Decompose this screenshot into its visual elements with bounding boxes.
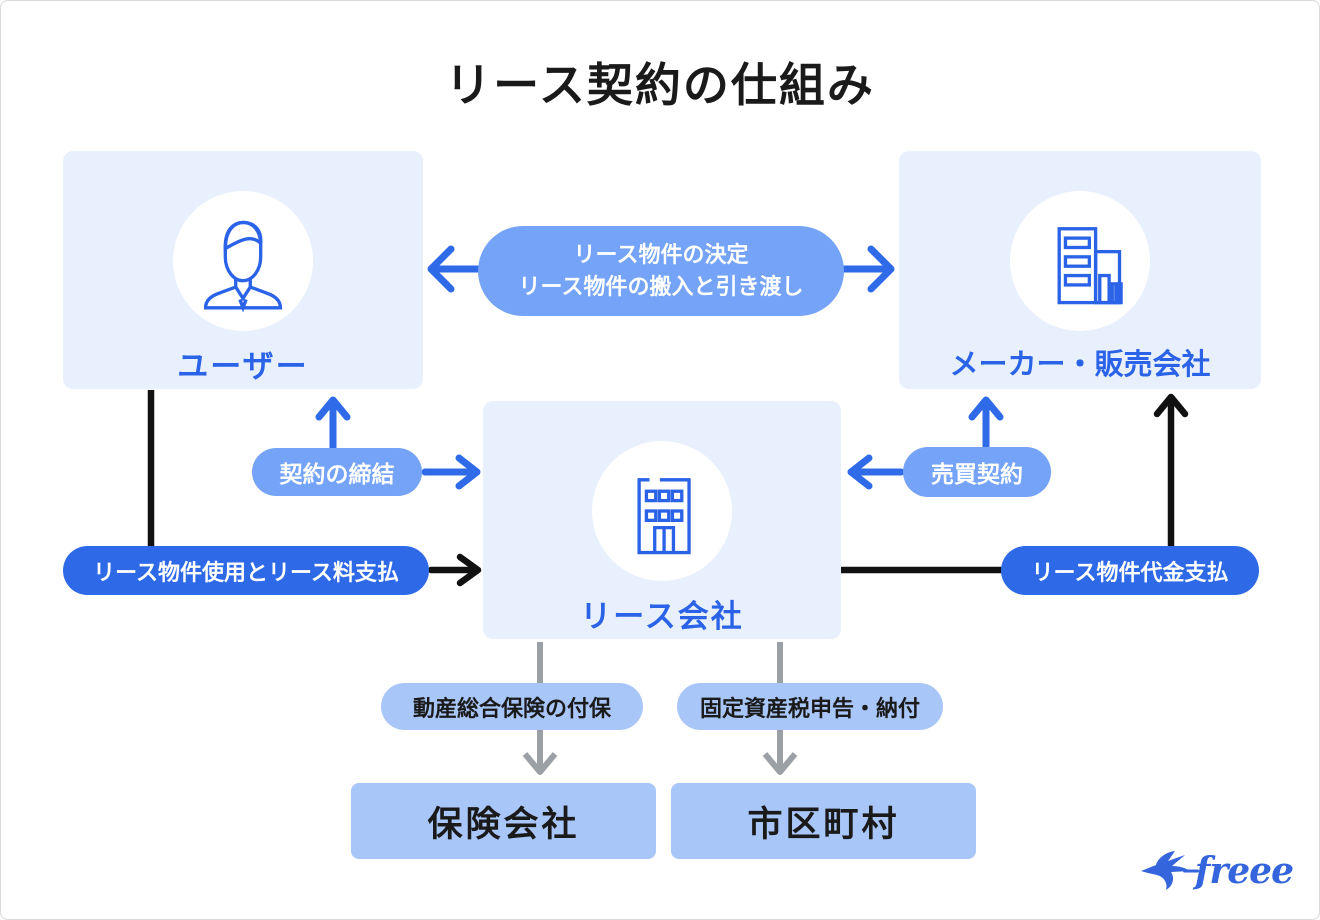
freee-logo-text: freee xyxy=(1194,850,1294,892)
buildings-icon xyxy=(1057,227,1123,305)
office-building-icon xyxy=(637,478,691,555)
swallow-icon xyxy=(1140,851,1199,890)
lease-label: リース会社 xyxy=(580,599,744,634)
arrow-contract-to-user xyxy=(315,396,351,452)
arrow-pricepay-to-maker xyxy=(1153,393,1189,551)
arrow-sales-to-lease xyxy=(847,454,905,490)
municipality-box: 市区町村 xyxy=(671,783,976,859)
user-label: ユーザー xyxy=(177,349,309,384)
maker-avatar xyxy=(1010,191,1150,331)
pill-lease-item-decision-line1: リース物件の決定 xyxy=(573,242,749,268)
maker-box: メーカー・販売会社 xyxy=(899,151,1261,389)
pill-lease-price-payment: リース物件代金支払 xyxy=(1001,546,1259,595)
lease-avatar xyxy=(592,441,732,581)
pill-lease-use-payment: リース物件使用とリース料支払 xyxy=(63,546,429,595)
pill-lease-item-decision: リース物件の決定 リース物件の搬入と引き渡し xyxy=(478,226,844,316)
page-title: リース契約の仕組み xyxy=(445,59,875,111)
user-box: ユーザー xyxy=(63,151,423,389)
arrow-sales-to-maker xyxy=(968,396,1004,450)
person-icon xyxy=(203,220,283,313)
pill-property-tax: 固定資産税申告・納付 xyxy=(677,683,943,730)
lease-box: リース会社 xyxy=(483,401,841,639)
pill-sales-contract: 売買契約 xyxy=(903,447,1051,497)
pill-contract-conclusion: 契約の締結 xyxy=(252,448,422,496)
arrow-usepay-to-lease xyxy=(427,553,482,587)
insurance-company-box: 保険会社 xyxy=(351,783,656,859)
arrow-contract-to-lease xyxy=(421,454,481,490)
maker-label: メーカー・販売会社 xyxy=(949,349,1211,381)
pill-insurance-coverage: 動産総合保険の付保 xyxy=(381,683,643,730)
pill-lease-item-decision-line2: リース物件の搬入と引き渡し xyxy=(518,274,804,299)
user-avatar xyxy=(173,191,313,331)
freee-logo: freee xyxy=(1139,849,1294,893)
